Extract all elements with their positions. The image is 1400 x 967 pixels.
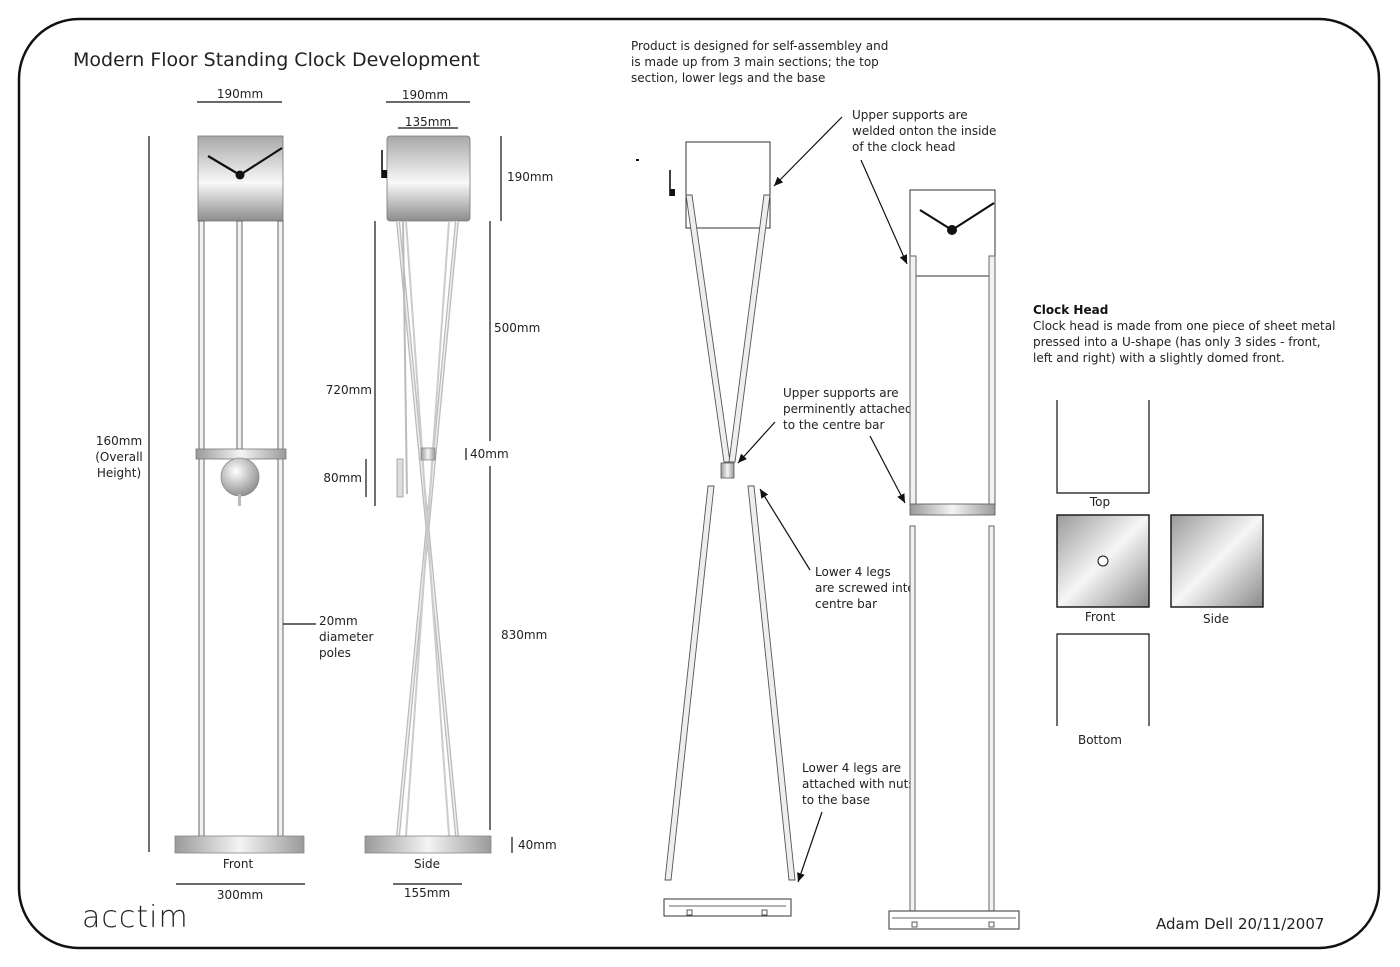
exploded-view [636,141,796,917]
svg-text:830mm: 830mm [501,628,547,642]
assembled-centre-bar [909,503,996,516]
svg-text:Side: Side [1203,612,1229,626]
sheet-border [17,17,1381,950]
svg-text:Height): Height) [97,466,141,480]
svg-text:300mm: 300mm [217,888,263,902]
exploded-clock-head [685,141,771,229]
svg-text:Front: Front [1085,610,1116,624]
side-view: 190mm 135mm 190mm 720mm 80mm 500mm 40mm … [323,88,556,900]
svg-text:perminently attached: perminently attached [783,402,913,416]
svg-text:Lower 4 legs: Lower 4 legs [815,565,891,579]
side-base [364,835,492,854]
svg-text:Clock Head: Clock Head [1033,303,1108,317]
clock-head-detail: Clock Head Clock head is made from one p… [1033,303,1335,747]
side-clock-head [386,135,471,222]
designer-signature: Adam Dell 20/11/2007 [1156,915,1324,933]
svg-text:160mm: 160mm [96,434,142,448]
svg-text:Upper supports are: Upper supports are [852,108,968,122]
brand-logo: acctim [82,900,189,935]
side-centre-bar [420,447,436,461]
svg-text:are screwed into: are screwed into [815,581,915,595]
front-view: 190mm Front 300mm 160mm (Overall Height)… [95,87,373,902]
svg-text:40mm: 40mm [470,447,509,461]
front-base [174,835,305,854]
svg-text:section, lower legs and the ba: section, lower legs and the base [631,71,825,85]
svg-text:to the centre bar: to the centre bar [783,418,884,432]
svg-text:centre bar: centre bar [815,597,877,611]
front-pendulum-ball [220,457,260,497]
svg-text:135mm: 135mm [405,115,451,129]
svg-text:Clock head is made from one pi: Clock head is made from one piece of she… [1033,319,1335,333]
assembled-base [888,910,1020,930]
svg-text:190mm: 190mm [217,87,263,101]
exploded-centre-bar [720,462,735,479]
svg-text:left and right) with a slightl: left and right) with a slightly domed fr… [1033,351,1285,365]
svg-text:40mm: 40mm [518,838,557,852]
svg-text:Bottom: Bottom [1078,733,1122,747]
svg-text:attached with nuts: attached with nuts [802,777,915,791]
callout-upper-welded: Upper supports are welded onton the insi… [773,108,996,265]
front-centre-bar [195,448,287,460]
svg-text:pressed into a U-shape (has on: pressed into a U-shape (has only 3 sides… [1033,335,1321,349]
exploded-base [663,898,792,917]
svg-text:Upper supports are: Upper supports are [783,386,899,400]
svg-text:Front: Front [223,857,254,871]
clock-head-side-view [1170,514,1264,608]
callout-lower-screwed: Lower 4 legs are screwed into centre bar [759,488,915,611]
svg-text:poles: poles [319,646,351,660]
callout-lower-nuts: Lower 4 legs are attached with nuts to t… [797,761,915,883]
svg-text:is made up from 3 main section: is made up from 3 main sections; the top [631,55,879,69]
svg-text:155mm: 155mm [404,886,450,900]
svg-text:Product is designed for self-a: Product is designed for self-assembley a… [631,39,888,53]
page-title: Modern Floor Standing Clock Development [73,49,480,71]
front-clock-face-center [235,170,245,180]
svg-text:of the clock head: of the clock head [852,140,955,154]
svg-text:to the base: to the base [802,793,870,807]
clock-head-top-view [1056,400,1150,494]
intro-note: Product is designed for self-assembley a… [631,39,888,85]
svg-text:Top: Top [1089,495,1110,509]
svg-text:Side: Side [414,857,440,871]
svg-text:500mm: 500mm [494,321,540,335]
svg-text:80mm: 80mm [323,471,362,485]
clock-head-bottom-view [1056,633,1150,726]
svg-text:welded onton the inside: welded onton the inside [852,124,996,138]
callout-upper-attached: Upper supports are perminently attached … [737,386,913,504]
svg-text:20mm: 20mm [319,614,358,628]
assembled-view [888,189,1020,930]
svg-text:720mm: 720mm [326,383,372,397]
svg-text:Lower 4 legs are: Lower 4 legs are [802,761,901,775]
svg-text:diameter: diameter [319,630,373,644]
svg-text:190mm: 190mm [507,170,553,184]
svg-text:190mm: 190mm [402,88,448,102]
svg-text:(Overall: (Overall [95,450,143,464]
